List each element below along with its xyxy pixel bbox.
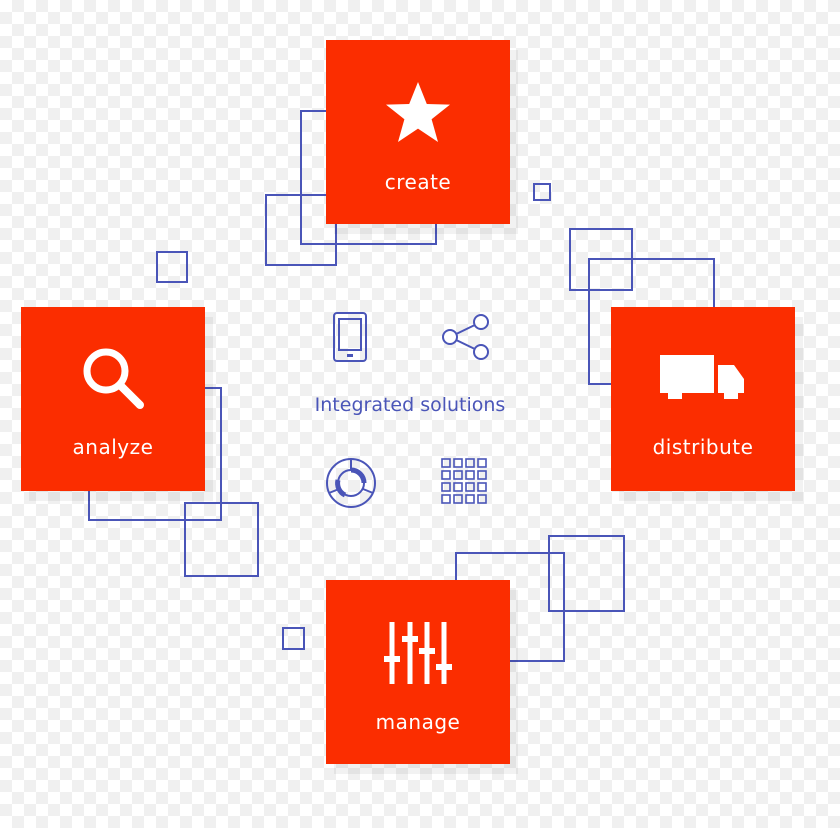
search-icon — [21, 345, 205, 411]
cycle-icon — [324, 456, 378, 515]
distribute-label: distribute — [652, 435, 754, 459]
manage-tile[interactable]: manage — [326, 580, 510, 764]
tablet-icon — [333, 312, 367, 367]
analyze-tile[interactable]: analyze — [21, 307, 205, 491]
distribute-tile[interactable]: distribute — [611, 307, 795, 491]
analyze-label: analyze — [72, 435, 154, 459]
share-icon — [440, 313, 492, 366]
outline-square — [265, 194, 337, 266]
outline-square — [184, 502, 259, 577]
outline-square — [548, 535, 625, 612]
outline-square — [533, 183, 551, 201]
manage-label: manage — [375, 710, 461, 734]
outline-square — [282, 627, 305, 650]
create-label: create — [384, 170, 452, 194]
sliders-icon — [326, 620, 510, 686]
grid-icon — [441, 458, 489, 511]
star-icon — [326, 80, 510, 144]
outline-square — [156, 251, 188, 283]
center-title: Integrated solutions — [314, 394, 506, 416]
truck-icon — [611, 351, 795, 409]
create-tile[interactable]: create — [326, 40, 510, 224]
